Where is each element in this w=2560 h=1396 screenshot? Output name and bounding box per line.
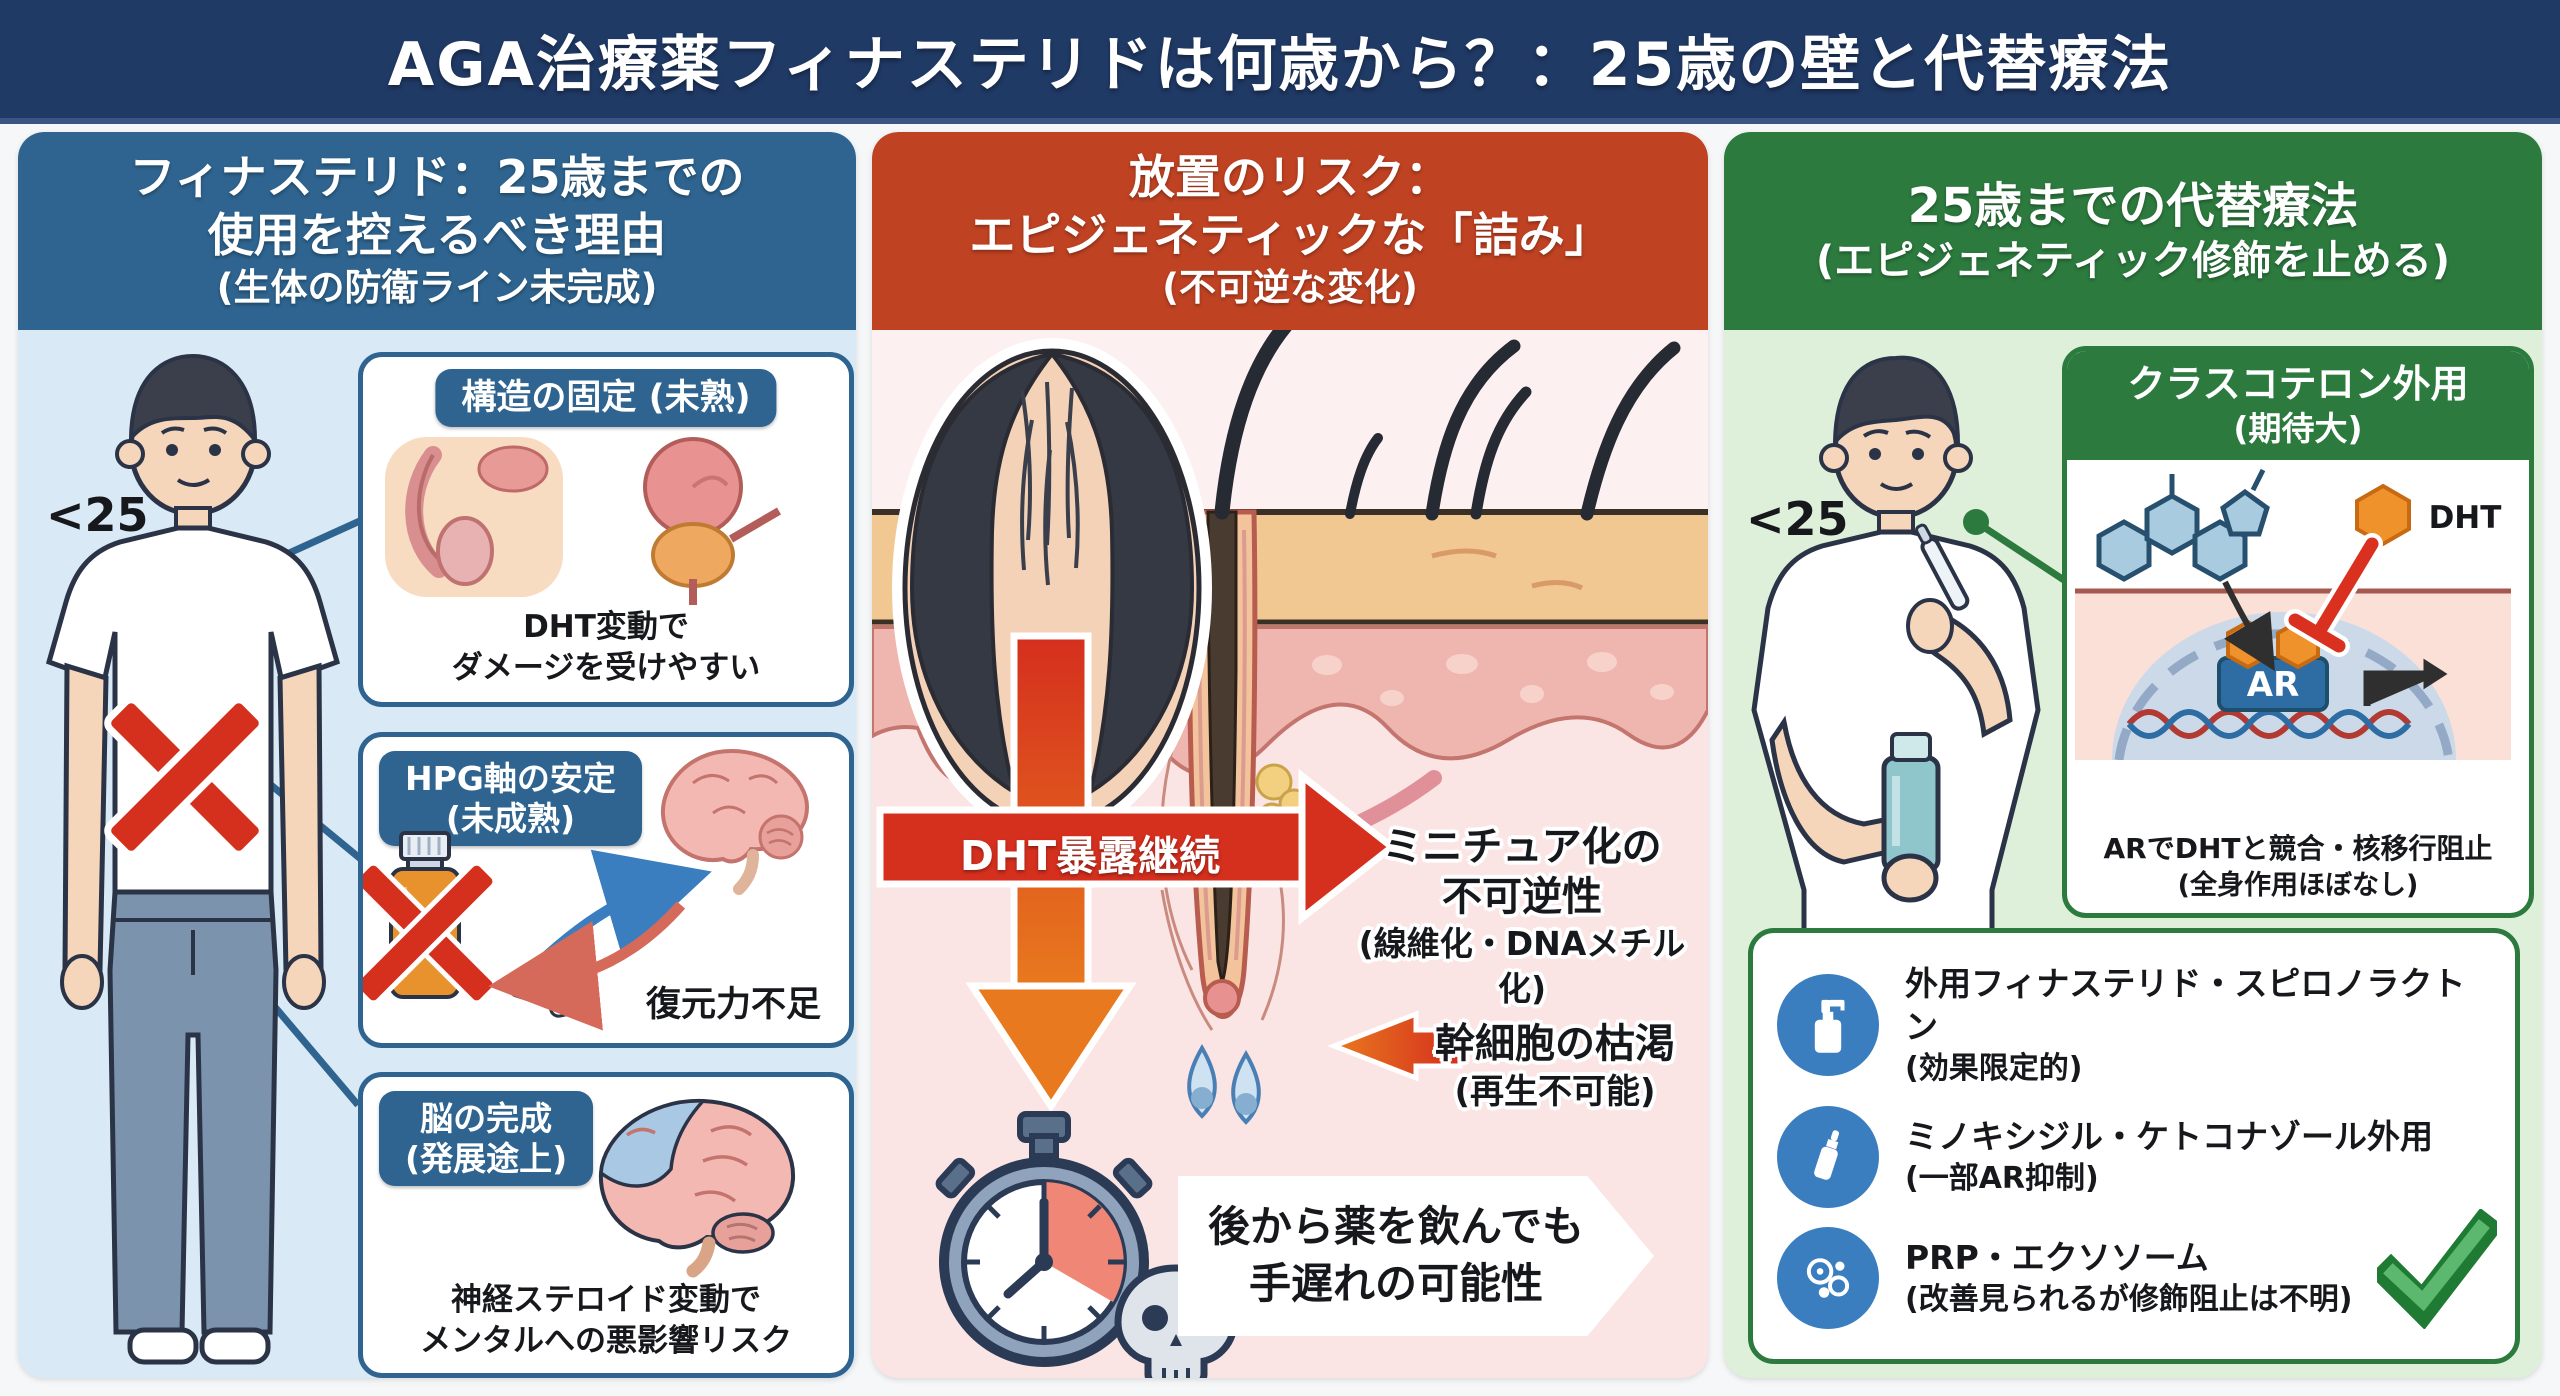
dht-molecule-hex — [2355, 483, 2411, 547]
miniaturization-label: ミニチュア化の 不可逆性 (線維化・DNAメチル化) — [1358, 824, 1686, 1008]
structure-caption: DHT変動で ダメージを受けやすい — [451, 609, 761, 686]
alternatives-list-box: 外用フィナステリド・スピロノラクトン (効果限定的) — [1748, 928, 2520, 1364]
transcription-arrow — [2363, 658, 2448, 707]
column-finasteride-reasons: フィナステリド：25歳までの 使用を控えるべき理由 (生体の防衛ライン未完成) — [18, 132, 856, 1378]
tonic-bottle-icon — [1881, 732, 1941, 903]
stem-cell-label: 幹細胞の枯渇 (再生不可能) — [1435, 1021, 1675, 1112]
middle-column-body: DHT暴露継続 ミニチュア化の 不可逆性 (線維化・DNAメチル化) 幹細胞の枯… — [872, 330, 1708, 1378]
left-header-line2: 使用を控えるべき理由 — [207, 207, 667, 262]
list-item-topical-finasteride: 外用フィナステリド・スピロノラクトン (効果限定的) — [1777, 963, 2491, 1088]
anatomy-illustration — [385, 437, 782, 605]
sock — [127, 1327, 199, 1365]
hair-follicle — [1160, 330, 1442, 1125]
pump-bottle-icon — [1777, 974, 1879, 1077]
ar-mechanism-diagram: AR DHT — [2075, 468, 2511, 761]
left-column-header: フィナステリド：25歳までの 使用を控えるべき理由 (生体の防衛ライン未完成) — [18, 132, 856, 330]
ar-label: AR — [2247, 665, 2300, 705]
young-man-illustration — [45, 353, 365, 1365]
hpg-axis-box: HPG軸の安定 (未成熟) — [358, 732, 854, 1048]
hair-shafts — [1345, 339, 1681, 521]
brain-lateral-illustration — [598, 1098, 796, 1278]
brain-maturation-title: 脳の完成 (発展途上) — [379, 1091, 594, 1187]
sparse-hair-strands — [1020, 381, 1080, 586]
right-header-line1: 25歳までの代替療法 — [1907, 178, 2359, 234]
dht-label: DHT — [2429, 500, 2502, 536]
list-item-text: ミノキシジル・ケトコナゾール外用 (一部AR抑制) — [1905, 1117, 2433, 1197]
no-finasteride-x-icon — [104, 696, 266, 858]
prostate-icon — [643, 437, 782, 605]
brain-caption: 神経ステロイド変動で メンタルへの悪影響リスク — [420, 1282, 792, 1359]
dht-exposure-label: DHT暴露継続 — [959, 832, 1221, 880]
male-anatomy-icon — [385, 437, 563, 597]
green-checkmark-icon — [2369, 1207, 2505, 1330]
left-header-line1: フィナステリド：25歳までの — [129, 150, 745, 205]
brain-sagittal-icon — [660, 748, 810, 895]
hair — [1832, 355, 1960, 448]
feedback-arrow-down — [488, 901, 686, 1031]
balding-head-icon — [892, 338, 1212, 838]
scalp-illustration — [872, 330, 1708, 1378]
sock — [199, 1327, 271, 1365]
stem-cell-arrow — [1327, 1010, 1463, 1082]
jeans — [107, 889, 279, 1335]
clascoterone-caption: ARでDHTと競合・核移行阻止 (全身作用ほぼなし) — [2103, 832, 2493, 901]
column-alternatives: 25歳までの代替療法 (エピジェネティック修飾を止める) — [1724, 132, 2542, 1378]
entry-arrow — [2222, 580, 2275, 672]
clascoterone-molecule-icon — [2096, 468, 2270, 582]
stem-cell-droplets-icon — [1187, 1044, 1261, 1125]
list-item-minoxidil: ミノキシジル・ケトコナゾール外用 (一部AR抑制) — [1777, 1106, 2491, 1209]
hpg-axis-illustration — [363, 748, 810, 1031]
clascoterone-box: クラスコテロン外用 (期待大) AR — [2062, 346, 2534, 918]
too-late-banner: 後から薬を飲んでも 手遅れの可能性 — [1178, 1176, 1654, 1336]
man-figure — [45, 353, 341, 1365]
list-item-text: 外用フィナステリド・スピロノラクトン (効果限定的) — [1905, 964, 2466, 1086]
right-column-header: 25歳までの代替療法 (エピジェネティック修飾を止める) — [1724, 132, 2542, 330]
middle-header-line1: 放置のリスク： — [1129, 150, 1451, 205]
page-title: AGA治療薬フィナステリドは何歳から？：25歳の壁と代替療法 — [387, 29, 2173, 100]
man-with-bottle-figure — [1751, 355, 2041, 1033]
right-column-body: <25 クラスコテロン外用 (期待大) — [1724, 330, 2542, 1378]
list-item-prp-exosome: PRP・エクソソーム (改善見られるが修飾阻止は不明) — [1777, 1227, 2491, 1329]
frontal-lobe — [599, 1099, 707, 1188]
serum-bottle-icon — [1777, 1106, 1879, 1209]
list-item-text: PRP・エクソソーム (改善見られるが修飾阻止は不明) — [1905, 1238, 2353, 1317]
structure-fixation-box: 構造の固定 (未熟) — [358, 352, 854, 707]
stopwatch-icon — [935, 1111, 1153, 1367]
middle-header-sub: (不可逆な変化) — [1162, 266, 1418, 310]
applicator-icon — [1906, 523, 1970, 654]
young-man-applying-illustration — [1751, 355, 2078, 1033]
middle-column-header: 放置のリスク： エピジェネティックな「詰み」 (不可逆な変化) — [872, 132, 1708, 330]
left-column-body: <25 構造の固定 (未熟) — [18, 330, 856, 1378]
left-header-sub: (生体の防衛ライン未完成) — [216, 266, 658, 310]
clascoterone-title: クラスコテロン外用 (期待大) — [2067, 351, 2529, 461]
hpg-caption: 復元力不足 — [645, 985, 821, 1025]
right-header-line2: (エピジェネティック修飾を止める) — [1815, 238, 2451, 284]
cells-icon — [1777, 1227, 1879, 1329]
title-bar: AGA治療薬フィナステリドは何歳から？：25歳の壁と代替療法 — [0, 0, 2560, 124]
hpg-axis-title: HPG軸の安定 (未成熟) — [379, 751, 642, 847]
stop-x-icon — [363, 860, 498, 1006]
column-risk-of-neglect: 放置のリスク： エピジェネティックな「詰み」 (不可逆な変化) — [872, 132, 1708, 1378]
hair — [128, 353, 258, 446]
age-under-25-label: <25 — [1746, 492, 1849, 546]
inhibition-arrow — [2284, 533, 2383, 658]
age-under-25-label: <25 — [46, 488, 149, 542]
brain-maturation-box: 脳の完成 (発展途上) 神経ステロイド変動で メンタルへの悪影響リス — [358, 1072, 854, 1378]
structure-fixation-title: 構造の固定 (未熟) — [435, 369, 777, 427]
middle-header-line2: エピジェネティックな「詰み」 — [969, 207, 1611, 262]
brain-lateral-icon — [598, 1098, 796, 1278]
dht-right-arrow — [876, 768, 1398, 926]
